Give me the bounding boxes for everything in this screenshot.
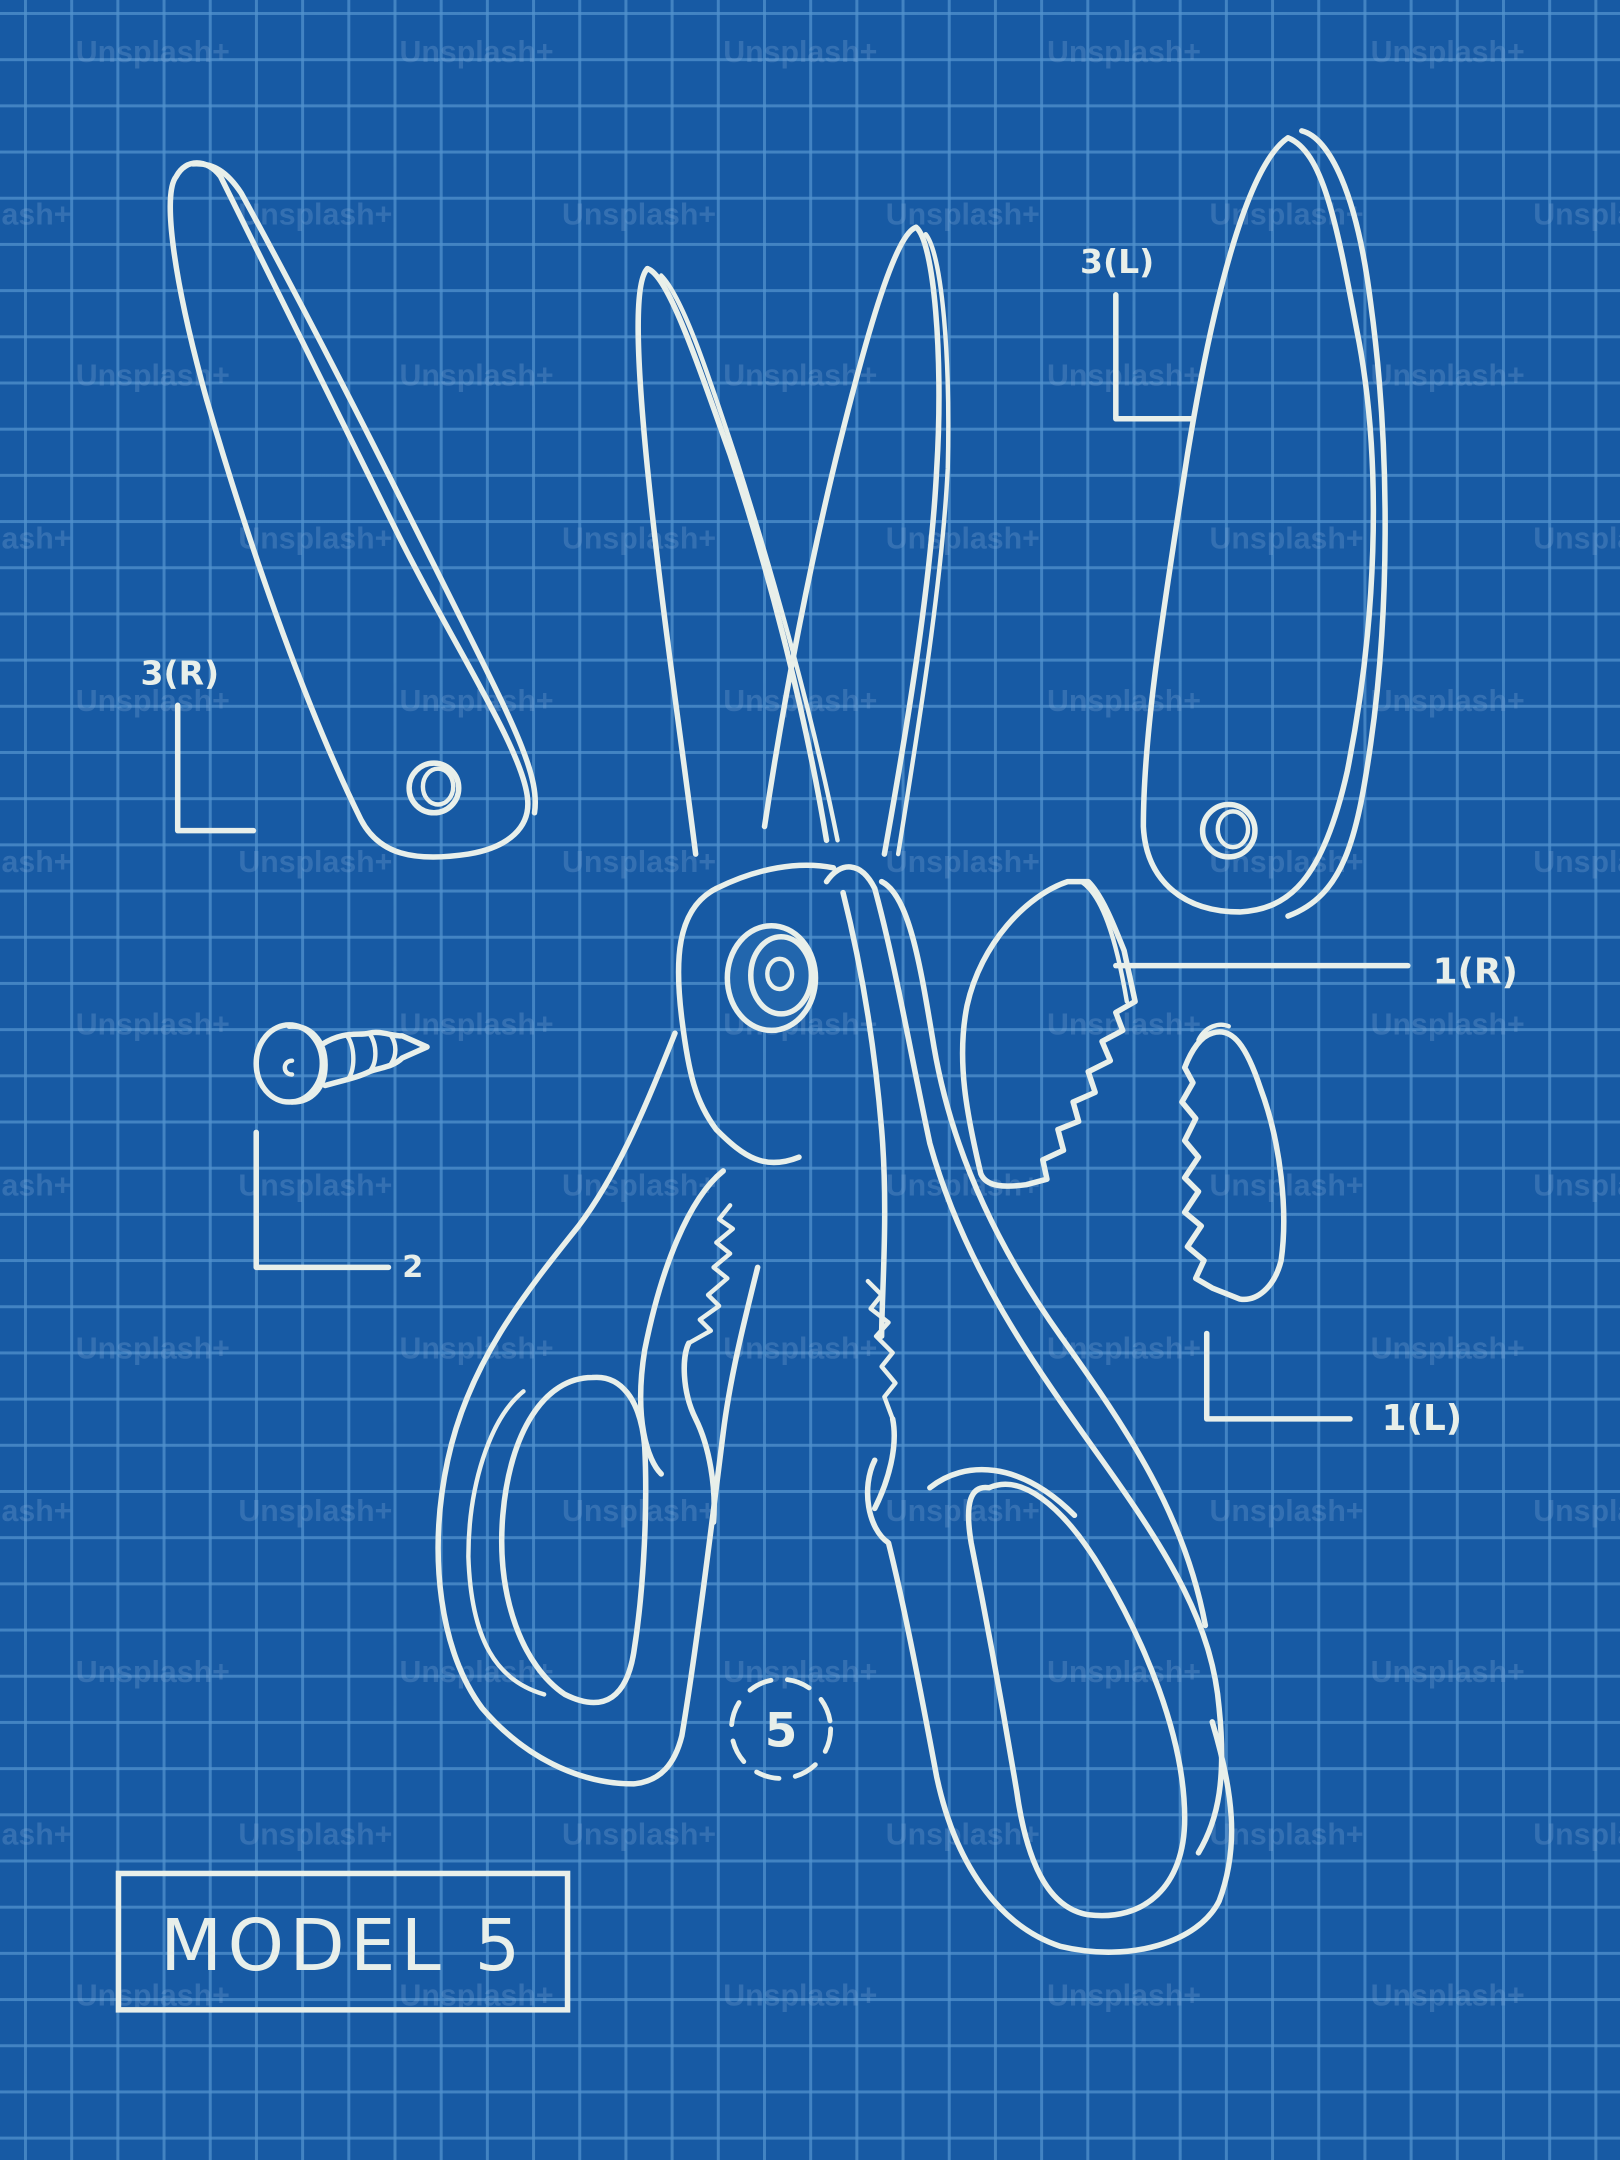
svg-text:Unsplash+: Unsplash+ <box>0 846 71 879</box>
svg-text:Unsplash+: Unsplash+ <box>238 199 392 232</box>
grip-right-part <box>959 878 1138 1189</box>
svg-text:Unsplash+: Unsplash+ <box>76 685 230 718</box>
svg-text:Unsplash+: Unsplash+ <box>723 36 877 69</box>
svg-text:Unsplash+: Unsplash+ <box>0 199 71 232</box>
svg-text:Unsplash+: Unsplash+ <box>1047 1656 1201 1689</box>
svg-text:Unsplash+: Unsplash+ <box>0 1819 71 1852</box>
svg-text:Unsplash+: Unsplash+ <box>1047 1009 1201 1042</box>
svg-text:Unsplash+: Unsplash+ <box>886 522 1040 555</box>
svg-text:Unsplash+: Unsplash+ <box>1533 1495 1620 1528</box>
svg-text:Unsplash+: Unsplash+ <box>1209 1170 1363 1203</box>
svg-text:Unsplash+: Unsplash+ <box>0 522 71 555</box>
label-1r: 1(R) <box>1113 952 1518 993</box>
svg-text:Unsplash+: Unsplash+ <box>1209 1495 1363 1528</box>
svg-text:Unsplash+: Unsplash+ <box>1371 1656 1525 1689</box>
svg-text:Unsplash+: Unsplash+ <box>1209 522 1363 555</box>
svg-text:Unsplash+: Unsplash+ <box>1371 685 1525 718</box>
svg-text:Unsplash+: Unsplash+ <box>0 1170 71 1203</box>
svg-text:Unsplash+: Unsplash+ <box>1533 199 1620 232</box>
svg-text:Unsplash+: Unsplash+ <box>1209 199 1363 232</box>
svg-text:5: 5 <box>765 1705 798 1759</box>
blade-right-part <box>167 160 538 860</box>
svg-text:Unsplash+: Unsplash+ <box>886 1495 1040 1528</box>
svg-text:Unsplash+: Unsplash+ <box>0 1495 71 1528</box>
svg-text:Unsplash+: Unsplash+ <box>399 1656 553 1689</box>
svg-text:2: 2 <box>402 1250 423 1285</box>
svg-text:Unsplash+: Unsplash+ <box>1371 1009 1525 1042</box>
svg-text:Unsplash+: Unsplash+ <box>399 685 553 718</box>
svg-text:Unsplash+: Unsplash+ <box>76 1656 230 1689</box>
svg-text:Unsplash+: Unsplash+ <box>1371 36 1525 69</box>
svg-text:Unsplash+: Unsplash+ <box>1533 1819 1620 1852</box>
svg-text:MODEL 5: MODEL 5 <box>160 1904 525 1987</box>
svg-text:Unsplash+: Unsplash+ <box>76 360 230 393</box>
label-2: 2 <box>253 1129 423 1285</box>
svg-text:Unsplash+: Unsplash+ <box>76 1332 230 1365</box>
svg-text:Unsplash+: Unsplash+ <box>1371 1980 1525 2013</box>
label-3r: 3(R) <box>141 654 257 834</box>
svg-text:Unsplash+: Unsplash+ <box>1533 1170 1620 1203</box>
svg-text:Unsplash+: Unsplash+ <box>238 1495 392 1528</box>
svg-text:Unsplash+: Unsplash+ <box>399 1009 553 1042</box>
svg-text:Unsplash+: Unsplash+ <box>1047 360 1201 393</box>
svg-text:Unsplash+: Unsplash+ <box>562 846 716 879</box>
screw-part <box>253 1022 430 1105</box>
svg-text:Unsplash+: Unsplash+ <box>238 846 392 879</box>
svg-text:Unsplash+: Unsplash+ <box>886 846 1040 879</box>
label-1l: 1(L) <box>1203 1330 1462 1439</box>
svg-text:3(R): 3(R) <box>141 654 220 693</box>
svg-text:Unsplash+: Unsplash+ <box>1209 1819 1363 1852</box>
svg-text:Unsplash+: Unsplash+ <box>1371 1332 1525 1365</box>
svg-text:3(L): 3(L) <box>1080 242 1154 281</box>
svg-text:Unsplash+: Unsplash+ <box>886 199 1040 232</box>
blade-left-part <box>1140 128 1388 919</box>
grip-left-part <box>1179 1022 1287 1303</box>
svg-text:Unsplash+: Unsplash+ <box>723 1332 877 1365</box>
assembled-scissors <box>435 224 1235 1955</box>
svg-text:Unsplash+: Unsplash+ <box>238 1819 392 1852</box>
svg-text:Unsplash+: Unsplash+ <box>1047 36 1201 69</box>
assembly-number-badge: 5 <box>729 1676 834 1781</box>
svg-text:Unsplash+: Unsplash+ <box>562 1170 716 1203</box>
svg-text:Unsplash+: Unsplash+ <box>399 1332 553 1365</box>
svg-text:Unsplash+: Unsplash+ <box>76 1009 230 1042</box>
svg-text:Unsplash+: Unsplash+ <box>1371 360 1525 393</box>
svg-text:Unsplash+: Unsplash+ <box>76 36 230 69</box>
svg-text:Unsplash+: Unsplash+ <box>1047 685 1201 718</box>
svg-text:1(R): 1(R) <box>1433 952 1518 993</box>
svg-text:Unsplash+: Unsplash+ <box>886 1819 1040 1852</box>
svg-text:Unsplash+: Unsplash+ <box>562 1819 716 1852</box>
svg-text:Unsplash+: Unsplash+ <box>1047 1980 1201 2013</box>
model-title-box: MODEL 5 <box>115 1870 571 2013</box>
label-3l: 3(L) <box>1080 242 1195 422</box>
watermark-layer: Unsplash+ Unsplash+ Unsplash+ Unsplash+ … <box>0 36 1620 2013</box>
svg-text:Unsplash+: Unsplash+ <box>562 522 716 555</box>
svg-text:1(L): 1(L) <box>1382 1398 1462 1439</box>
svg-text:Unsplash+: Unsplash+ <box>238 522 392 555</box>
svg-text:Unsplash+: Unsplash+ <box>723 1980 877 2013</box>
svg-text:Unsplash+: Unsplash+ <box>562 1495 716 1528</box>
svg-text:Unsplash+: Unsplash+ <box>399 36 553 69</box>
svg-text:Unsplash+: Unsplash+ <box>238 1170 392 1203</box>
svg-text:Unsplash+: Unsplash+ <box>399 360 553 393</box>
svg-text:Unsplash+: Unsplash+ <box>1533 522 1620 555</box>
svg-text:Unsplash+: Unsplash+ <box>562 199 716 232</box>
svg-text:Unsplash+: Unsplash+ <box>1533 846 1620 879</box>
